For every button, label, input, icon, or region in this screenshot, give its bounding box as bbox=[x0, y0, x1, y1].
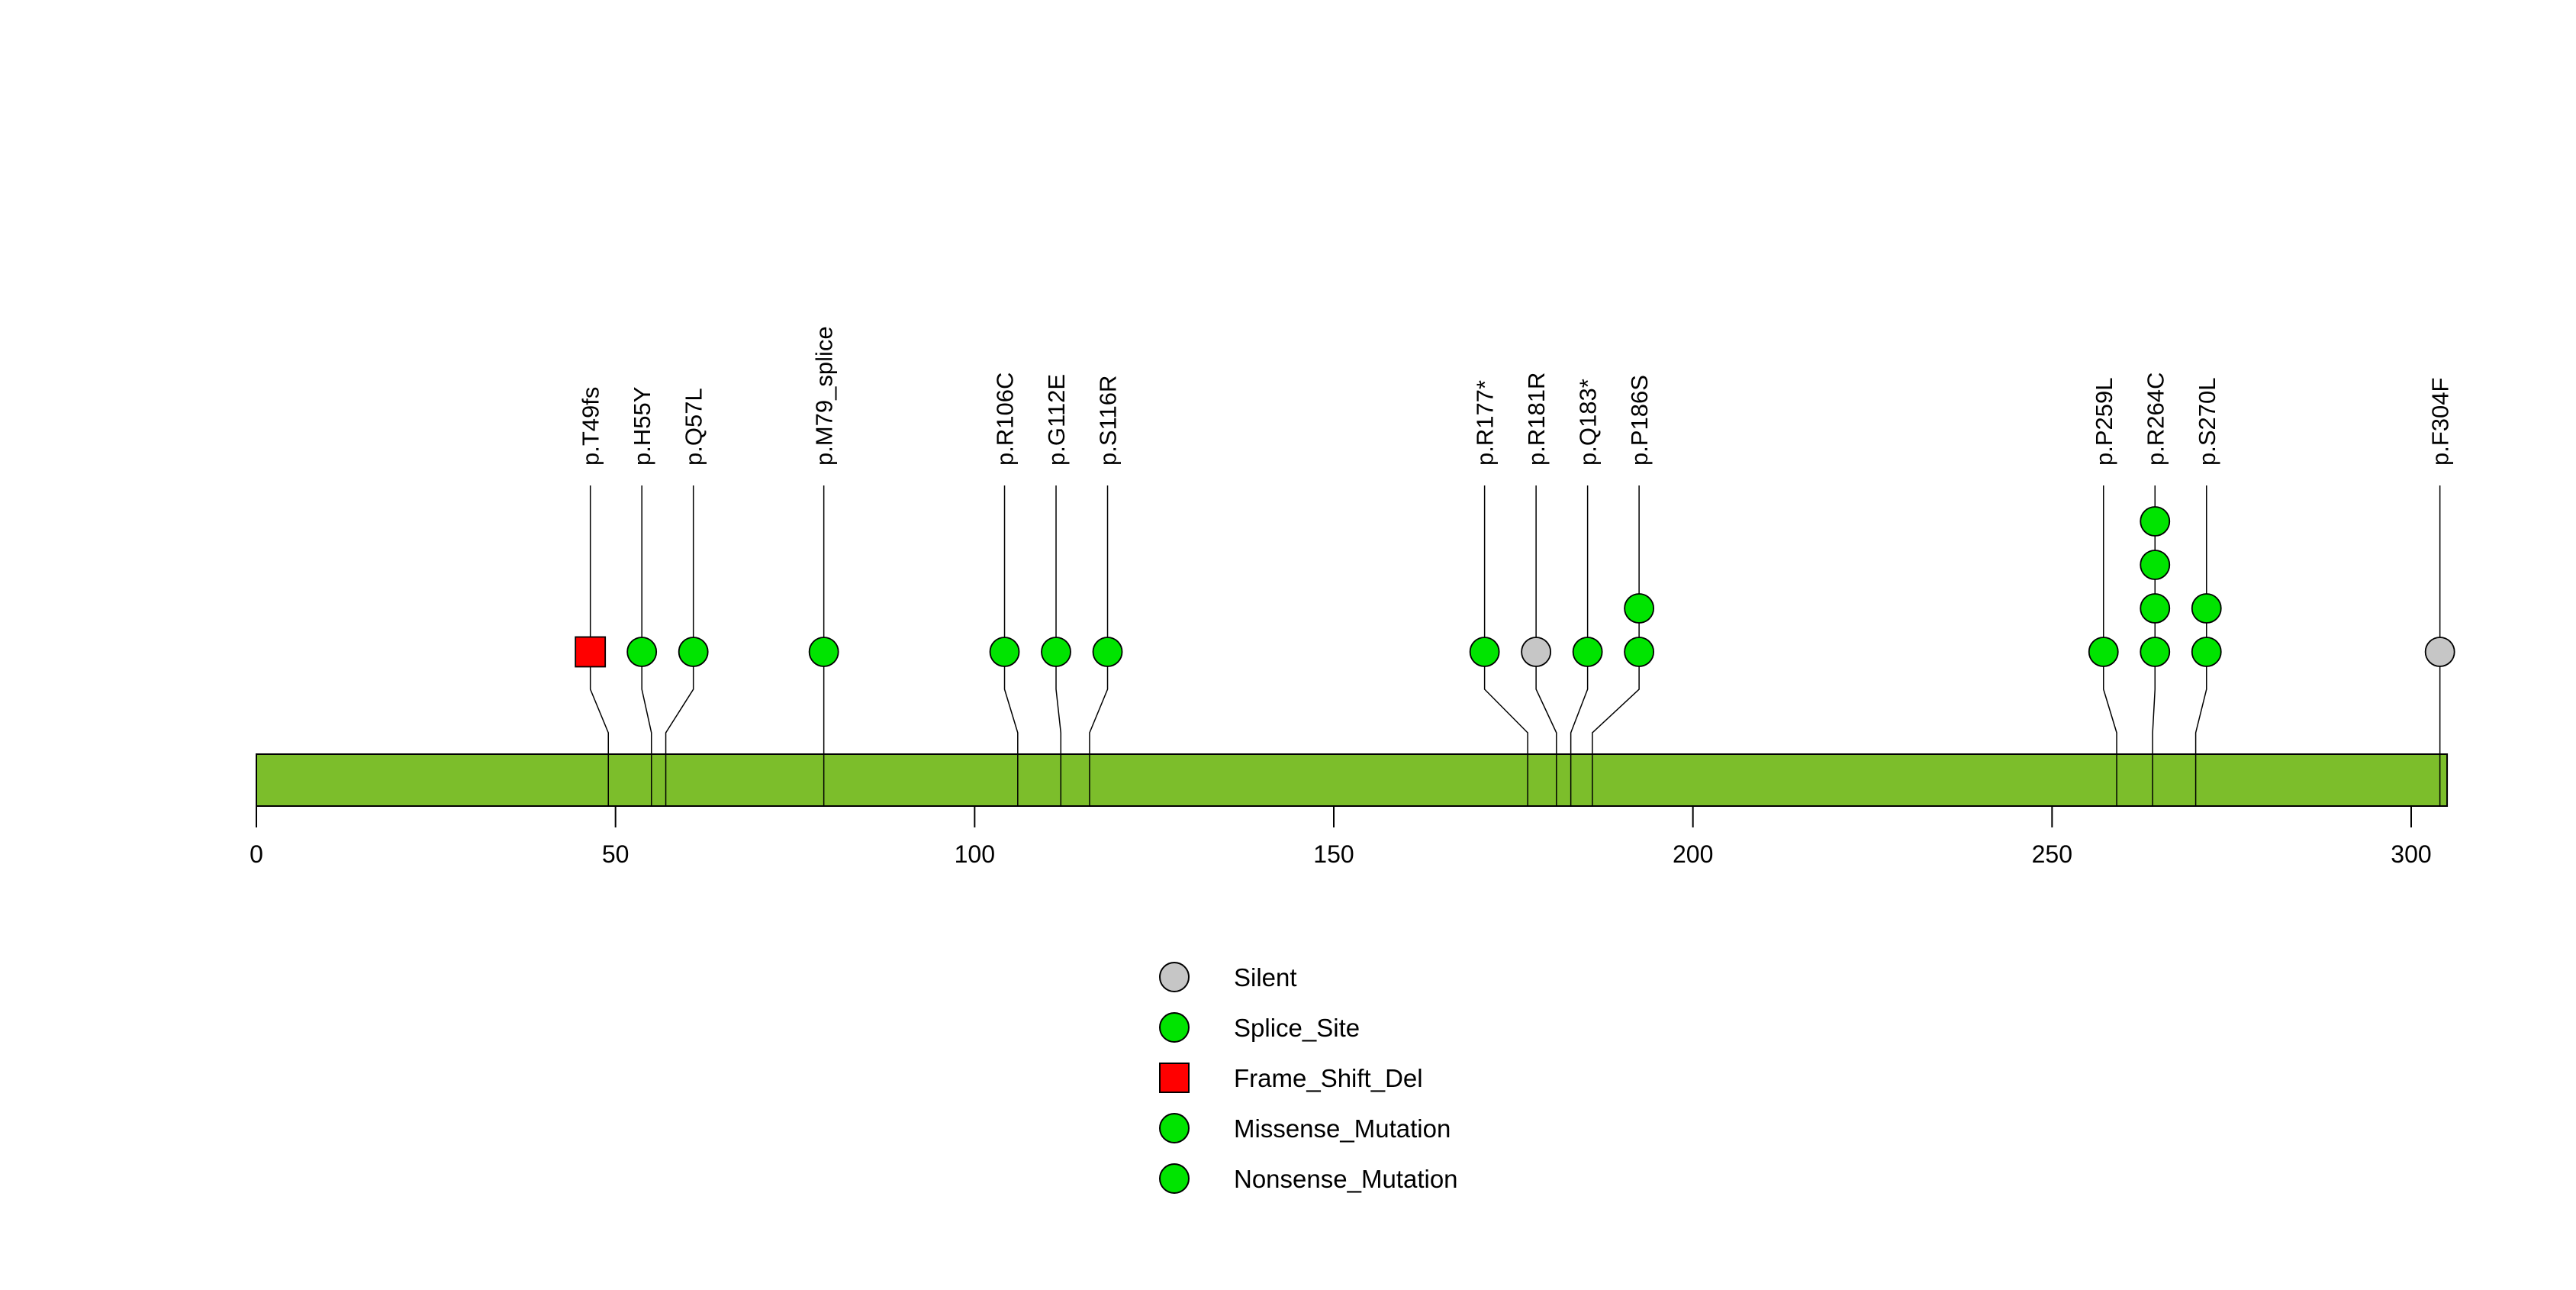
axis-tick-label: 150 bbox=[1313, 840, 1354, 868]
axis-tick-label: 50 bbox=[602, 840, 630, 868]
mutation-label: p.R177* bbox=[1472, 380, 1499, 466]
mutation-label: p.Q57L bbox=[681, 388, 707, 466]
lollipop-stem bbox=[641, 485, 652, 805]
splice-site-marker-icon bbox=[1159, 1012, 1190, 1043]
mutation-label: p.F304F bbox=[2427, 378, 2454, 466]
mutation-label: p.H55Y bbox=[629, 387, 655, 466]
mutation-marker bbox=[2088, 637, 2119, 667]
lollipop-stem bbox=[1592, 485, 1640, 805]
mutation-type-legend: Silent Splice_Site Frame_Shift_Del Misse… bbox=[1159, 952, 1458, 1204]
mutation-marker bbox=[2191, 593, 2222, 624]
mutation-marker bbox=[1624, 637, 1655, 667]
legend-item-missense-mutation: Missense_Mutation bbox=[1159, 1103, 1458, 1153]
axis-tick-label: 100 bbox=[955, 840, 995, 868]
legend-item-silent: Silent bbox=[1159, 952, 1458, 1002]
legend-item-frame-shift-del: Frame_Shift_Del bbox=[1159, 1053, 1458, 1103]
legend-label: Nonsense_Mutation bbox=[1234, 1164, 1458, 1193]
lollipop-stem bbox=[2152, 485, 2156, 805]
legend-label: Frame_Shift_Del bbox=[1234, 1063, 1423, 1092]
legend-label: Silent bbox=[1234, 963, 1297, 992]
legend-label: Missense_Mutation bbox=[1234, 1114, 1451, 1143]
mutation-label: p.R264C bbox=[2142, 372, 2169, 466]
mutation-marker bbox=[1041, 637, 1071, 667]
mutation-marker bbox=[2140, 593, 2171, 624]
mutation-label: p.P186S bbox=[1626, 375, 1653, 466]
axis-tick-label: 0 bbox=[250, 840, 263, 868]
mutation-label: p.S270L bbox=[2194, 378, 2220, 466]
mutation-marker bbox=[808, 637, 839, 667]
lollipop-stem bbox=[665, 485, 694, 805]
mutation-marker bbox=[1572, 637, 1603, 667]
missense-mutation-marker-icon bbox=[1159, 1113, 1190, 1143]
mutation-marker bbox=[1092, 637, 1123, 667]
legend-item-nonsense-mutation: Nonsense_Mutation bbox=[1159, 1153, 1458, 1204]
mutation-marker bbox=[2140, 506, 2171, 537]
mutation-marker bbox=[989, 637, 1020, 667]
nonsense-mutation-marker-icon bbox=[1159, 1163, 1190, 1194]
silent-marker-icon bbox=[1159, 962, 1190, 992]
mutation-marker bbox=[2191, 637, 2222, 667]
lollipop-stem bbox=[1483, 485, 1528, 805]
mutation-marker bbox=[2140, 550, 2171, 580]
lollipop-stem bbox=[2103, 485, 2117, 805]
mutation-label: p.S116R bbox=[1095, 376, 1122, 466]
lollipop-stem bbox=[1089, 485, 1109, 805]
lollipop-stem bbox=[1055, 485, 1062, 805]
axis-tick-label: 300 bbox=[2391, 840, 2431, 868]
frame-shift-del-marker-icon bbox=[1159, 1063, 1190, 1093]
mutation-marker bbox=[1521, 637, 1552, 667]
mutation-marker bbox=[626, 637, 658, 667]
mutation-label: p.M79_splice bbox=[811, 326, 838, 466]
mutation-label: p.Q183* bbox=[1575, 379, 1602, 466]
legend-label: Splice_Site bbox=[1234, 1013, 1360, 1042]
mutation-label: p.T49fs bbox=[578, 387, 604, 466]
lollipop-stem bbox=[1570, 485, 1589, 805]
mutation-label: p.R106C bbox=[992, 372, 1019, 466]
gene-bar bbox=[256, 753, 2449, 807]
mutation-label: p.R181R bbox=[1523, 372, 1550, 466]
lollipop-stem bbox=[1535, 485, 1557, 805]
mutation-marker bbox=[1469, 637, 1500, 667]
mutation-label: p.G112E bbox=[1043, 374, 1070, 466]
legend-item-splice-site: Splice_Site bbox=[1159, 1002, 1458, 1053]
axis-tick-label: 250 bbox=[2032, 840, 2072, 868]
axis-tick-label: 200 bbox=[1673, 840, 1713, 868]
mutation-marker bbox=[1624, 593, 1655, 624]
lollipop-stem bbox=[589, 485, 610, 805]
mutation-marker bbox=[678, 637, 709, 667]
mutation-marker bbox=[575, 636, 607, 668]
lollipop-stem bbox=[1003, 485, 1019, 805]
lollipop-stem bbox=[2194, 485, 2207, 805]
mutation-marker bbox=[2140, 637, 2171, 667]
mutation-label: p.P259L bbox=[2091, 378, 2117, 466]
mutation-marker bbox=[2424, 637, 2455, 667]
